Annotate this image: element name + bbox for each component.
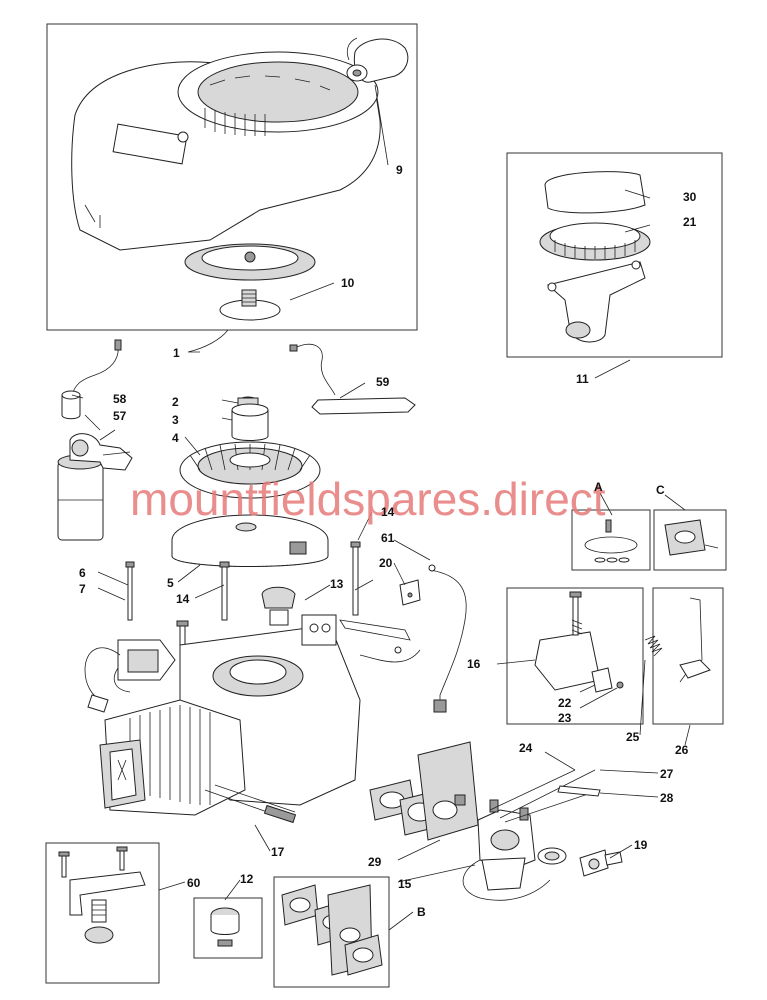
kit-12-parts — [210, 907, 240, 947]
kit-c-box — [653, 509, 727, 571]
callout-14-upper: 14 — [381, 505, 395, 519]
kit-b-gaskets — [281, 884, 383, 976]
callout-16: 16 — [467, 657, 481, 671]
callout-30: 30 — [683, 190, 697, 204]
kit-a-box — [571, 509, 651, 571]
callout-19: 19 — [634, 838, 648, 852]
callout-26: 26 — [675, 743, 689, 757]
callout-60: 60 — [187, 876, 201, 890]
callout-A: A — [594, 480, 603, 494]
callout-58: 58 — [113, 392, 127, 406]
callout-4: 4 — [172, 431, 179, 445]
callout-9: 9 — [396, 163, 403, 177]
callout-2: 2 — [172, 395, 179, 409]
kit-60-box — [45, 842, 160, 984]
callout-B: B — [417, 905, 426, 919]
ignition-coil — [84, 620, 189, 713]
callout-59: 59 — [376, 375, 390, 389]
callout-3: 3 — [172, 413, 179, 427]
throttle-links — [489, 769, 601, 823]
callout-17: 17 — [271, 845, 285, 859]
callout-7: 7 — [79, 582, 86, 596]
stop-switch-harness — [301, 564, 467, 713]
air-filter-box — [506, 152, 723, 358]
callout-22: 22 — [558, 696, 572, 710]
governor-lever — [534, 591, 624, 693]
callout-14-lower: 14 — [176, 592, 190, 606]
starter-motor — [57, 339, 133, 541]
recoil-starter-box — [46, 23, 418, 331]
engine-block — [99, 624, 361, 824]
leader-lines — [71, 84, 691, 931]
callout-labels: 1 2 3 4 5 6 7 9 10 11 12 13 14 14 15 16 … — [79, 163, 697, 919]
kit-c-parts — [664, 519, 719, 556]
callout-15: 15 — [398, 877, 412, 891]
callout-24: 24 — [519, 741, 533, 755]
governor-box — [506, 587, 644, 725]
governor-link — [679, 597, 711, 683]
kit-b-box — [273, 876, 390, 988]
fuel-tap — [579, 849, 623, 877]
callout-1: 1 — [173, 346, 180, 360]
callout-6: 6 — [79, 566, 86, 580]
callout-21: 21 — [683, 215, 697, 229]
callout-28: 28 — [660, 791, 674, 805]
studs — [125, 541, 361, 621]
callout-12: 12 — [240, 872, 254, 886]
callout-25: 25 — [626, 730, 640, 744]
kit-60-parts — [58, 846, 146, 944]
recoil-starter-cover — [71, 51, 381, 281]
callout-C: C — [656, 483, 665, 497]
callout-29: 29 — [368, 855, 382, 869]
carburettor-assembly — [369, 741, 567, 901]
callout-10: 10 — [341, 276, 355, 290]
callout-61: 61 — [381, 531, 395, 545]
callout-13: 13 — [330, 577, 344, 591]
callout-57: 57 — [113, 409, 127, 423]
ground-wire — [289, 343, 416, 415]
callout-5: 5 — [167, 576, 174, 590]
governor-spring — [644, 635, 663, 657]
starter-pawl-plate — [219, 289, 281, 321]
callout-27: 27 — [660, 767, 674, 781]
callout-11: 11 — [576, 372, 589, 386]
flywheel-assembly — [171, 396, 329, 567]
air-filter-assembly — [539, 171, 651, 343]
callout-23: 23 — [558, 711, 572, 725]
starter-handle — [346, 37, 409, 83]
kit-a-parts — [584, 519, 638, 563]
kit-12-box — [193, 897, 263, 959]
callout-20: 20 — [379, 556, 393, 570]
watermark: mountfieldspares.direct — [130, 473, 606, 525]
link-box — [652, 587, 724, 725]
